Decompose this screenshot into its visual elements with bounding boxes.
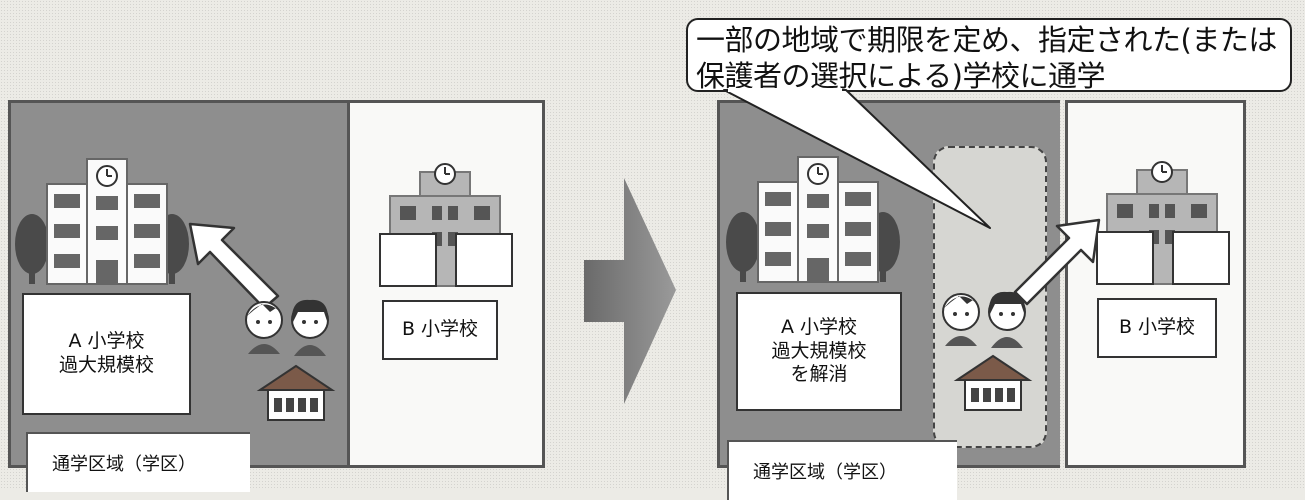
arrow-to-school-a-icon xyxy=(188,222,280,310)
school-a-label: A 小学校 過大規模校 xyxy=(22,293,191,415)
school-building-icon xyxy=(726,156,900,283)
school-b-label: B 小学校 xyxy=(382,300,498,360)
school-a-name: A 小学校 xyxy=(68,330,145,353)
school-a-status: 過大規模校 xyxy=(771,339,867,362)
house-icon xyxy=(256,364,336,421)
school-building-icon xyxy=(1096,161,1230,285)
school-building-icon xyxy=(15,158,189,285)
school-b-name: B 小学校 xyxy=(401,318,479,341)
school-b-label: B 小学校 xyxy=(1097,298,1217,358)
school-a-name: A 小学校 xyxy=(780,315,858,338)
school-a-resolution: を解消 xyxy=(790,363,848,386)
callout-line-1: 一部の地域で期限を定め、指定された(または xyxy=(696,23,1277,57)
school-building-icon xyxy=(379,163,513,287)
school-district-label: 通学区域（学区） xyxy=(26,432,250,492)
schoolchildren-icon xyxy=(245,299,329,356)
school-a-label: A 小学校 過大規模校 を解消 xyxy=(736,292,902,411)
school-b-name: B 小学校 xyxy=(1118,316,1196,339)
transition-arrow-icon xyxy=(584,178,676,404)
callout-line-2: 保護者の選択による)学校に通学 xyxy=(696,59,1105,93)
house-icon xyxy=(953,354,1033,411)
after-diagram: A 小学校 過大規模校 を解消 B 小学校 通学区域（学区） xyxy=(717,100,1247,500)
before-diagram: A 小学校 過大規模校 B 小学校 通学区域（学区） xyxy=(8,100,548,500)
school-a-status: 過大規模校 xyxy=(58,354,154,376)
callout-bubble: 一部の地域で期限を定め、指定された(または 保護者の選択による)学校に通学 xyxy=(686,18,1292,93)
schoolchildren-icon xyxy=(942,291,1026,348)
callout-tail xyxy=(723,88,991,229)
